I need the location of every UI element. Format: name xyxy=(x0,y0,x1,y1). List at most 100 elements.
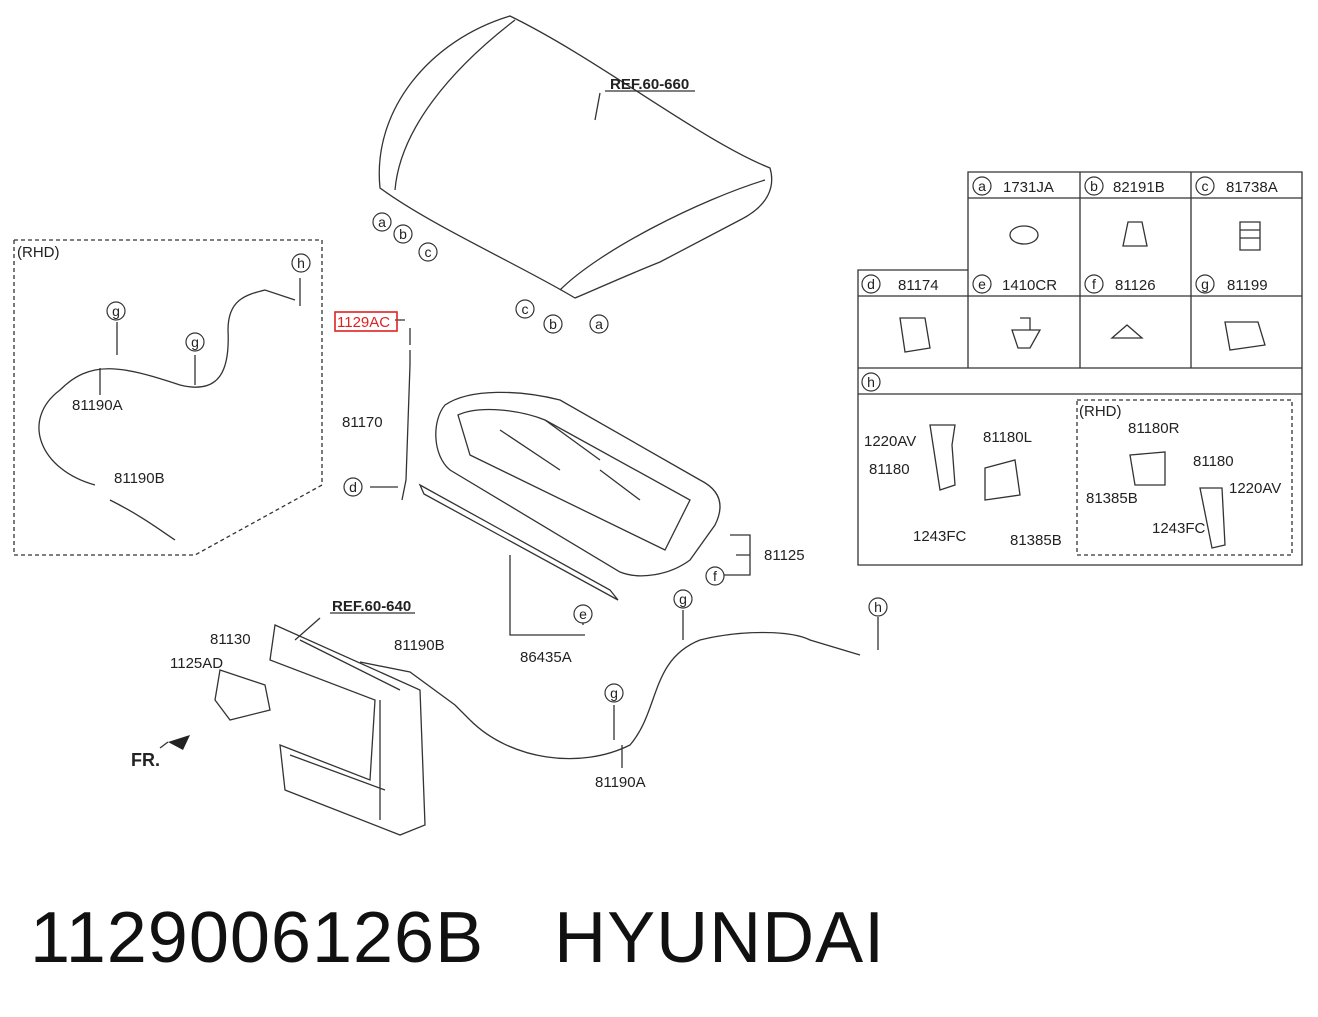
callout-g-2-text: g xyxy=(191,334,199,350)
brand-name: HYUNDAI xyxy=(554,898,886,978)
h-nut-r: 81385B xyxy=(1086,490,1138,507)
clip-e-icon xyxy=(1011,317,1042,349)
label-bolt-latch: 1125AD xyxy=(170,655,223,672)
h-handle-r: 81180 xyxy=(1193,453,1234,470)
lever-r-icon xyxy=(1129,451,1166,486)
rhd-box-left xyxy=(13,239,323,556)
callout-a-1 xyxy=(372,212,392,232)
part-number: 1129006126B xyxy=(30,898,485,978)
callout-c-1-text: c xyxy=(425,244,432,260)
callout-a-1-text: a xyxy=(378,214,386,230)
rhd-box-right xyxy=(1076,399,1293,556)
table-circle-e xyxy=(972,274,992,294)
callout-c-2-text: c xyxy=(522,301,529,317)
clip-g-icon xyxy=(1224,321,1266,351)
table-part-c: 81738A xyxy=(1226,179,1278,196)
weatherstrip xyxy=(418,483,619,601)
footer-caption: 1129006126B HYUNDAI xyxy=(30,888,885,988)
ref-hood: REF.60-660 xyxy=(610,76,689,93)
h-lever-r: 81180R xyxy=(1128,420,1180,437)
clip-a-icon xyxy=(1009,225,1039,245)
callout-e-1 xyxy=(573,604,593,624)
label-insulator: 81125 xyxy=(764,547,805,564)
front-marker: FR. xyxy=(131,750,160,770)
clip-f-icon xyxy=(1110,324,1144,339)
table-part-f: 81126 xyxy=(1115,277,1156,294)
callout-e-1-text: e xyxy=(579,606,587,622)
h-screw-l: 1243FC xyxy=(913,528,967,545)
label-stay-rod: 81170 xyxy=(342,414,383,431)
callout-g-2 xyxy=(185,332,205,352)
h-bolt-l: 1220AV xyxy=(864,433,916,450)
callout-h-2-text: h xyxy=(874,599,882,615)
table-key-b: b xyxy=(1090,178,1098,194)
callout-g-1-text: g xyxy=(112,303,120,319)
callout-b-2 xyxy=(543,314,563,334)
callout-g-4-text: g xyxy=(610,685,618,701)
table-circle-c xyxy=(1195,176,1215,196)
table-key-g: g xyxy=(1201,276,1209,292)
callout-h-1-text: h xyxy=(297,255,305,271)
table-circle-a xyxy=(972,176,992,196)
callout-f-1-text: f xyxy=(713,568,717,584)
callout-d-1 xyxy=(343,477,363,497)
callout-a-2 xyxy=(589,314,609,334)
handle-r-icon xyxy=(1199,487,1226,549)
stay-rod xyxy=(401,350,411,501)
parts-diagram: REF.60-660 REF.60-640 (RHD) (RHD) 1129AC… xyxy=(13,15,1303,836)
clip-b-icon xyxy=(1122,221,1148,247)
callout-h-2 xyxy=(868,597,888,617)
callout-a-2-text: a xyxy=(595,316,603,332)
cable-left xyxy=(38,289,296,486)
label-weatherstrip: 86435A xyxy=(520,649,572,666)
bracket-d-icon xyxy=(899,317,931,353)
h-handle-l: 81180 xyxy=(869,461,910,478)
table-circle-d xyxy=(861,274,881,294)
h-nut-l: 81385B xyxy=(1010,532,1062,549)
highlight-box xyxy=(334,311,398,332)
h-lever-l: 81180L xyxy=(983,429,1032,446)
callout-c-2 xyxy=(515,299,535,319)
callout-b-1 xyxy=(393,224,413,244)
label-cable-a-left: 81190A xyxy=(72,397,123,414)
table-key-c: c xyxy=(1202,178,1209,194)
table-part-b: 82191B xyxy=(1113,179,1165,196)
callout-g-4 xyxy=(604,683,624,703)
highlight-part: 1129AC xyxy=(337,314,390,331)
table-circle-f xyxy=(1084,274,1104,294)
rhd-right-label: (RHD) xyxy=(1079,403,1122,420)
table-key-a: a xyxy=(978,178,986,194)
lever-l-icon xyxy=(984,459,1021,501)
label-cable-b-mid: 81190B xyxy=(394,637,445,654)
callout-b-1-text: b xyxy=(399,226,407,242)
table-circle-b xyxy=(1084,176,1104,196)
callout-c-1 xyxy=(418,242,438,262)
callout-g-1 xyxy=(106,301,126,321)
table-circle-h xyxy=(861,372,881,392)
hood-latch xyxy=(214,669,271,721)
rhd-left-label: (RHD) xyxy=(17,244,60,261)
label-cable-a-right: 81190A xyxy=(595,774,646,791)
callout-g-3 xyxy=(673,589,693,609)
parts-table xyxy=(857,171,1303,566)
callout-d-1-text: d xyxy=(349,479,357,495)
table-part-d: 81174 xyxy=(898,277,939,294)
radiator-support xyxy=(269,624,426,836)
callout-f-1 xyxy=(705,566,725,586)
spring-c-icon xyxy=(1239,221,1261,251)
handle-l-icon xyxy=(929,424,956,491)
ref-panel: REF.60-640 xyxy=(332,598,411,615)
hood-panel xyxy=(378,15,773,299)
hood-insulator xyxy=(435,391,721,577)
table-key-e: e xyxy=(978,276,986,292)
h-screw-r: 1243FC xyxy=(1152,520,1206,537)
table-part-g: 81199 xyxy=(1227,277,1268,294)
label-latch: 81130 xyxy=(210,631,251,648)
table-part-e: 1410CR xyxy=(1002,277,1057,294)
table-circle-g xyxy=(1195,274,1215,294)
callout-g-3-text: g xyxy=(679,591,687,607)
callout-b-2-text: b xyxy=(549,316,557,332)
table-part-a: 1731JA xyxy=(1003,179,1054,196)
table-key-h: h xyxy=(867,374,875,390)
cable-right xyxy=(469,631,861,760)
